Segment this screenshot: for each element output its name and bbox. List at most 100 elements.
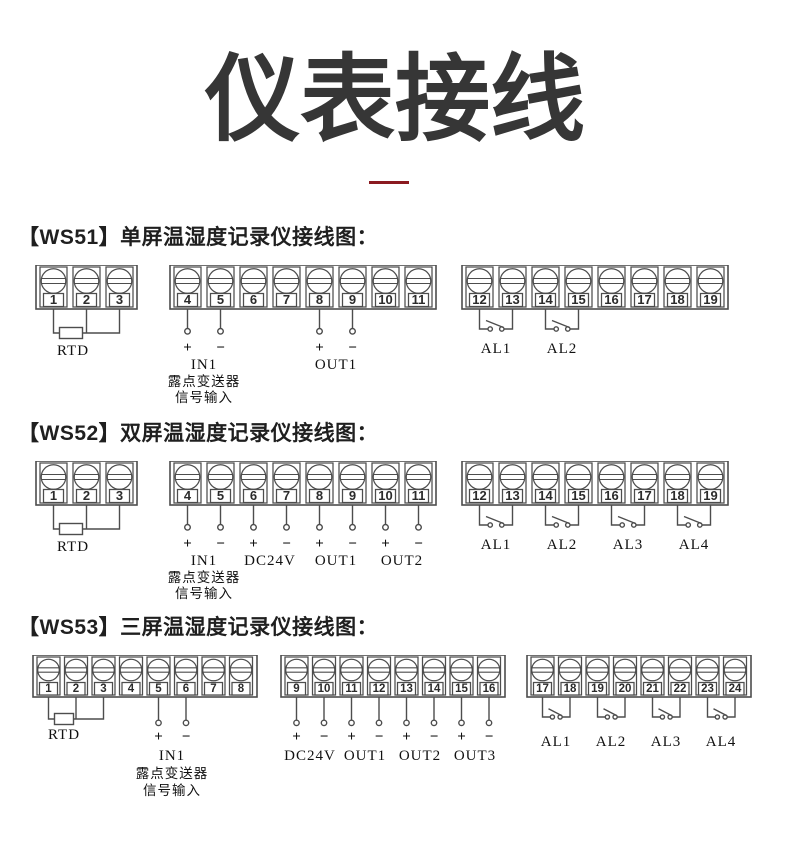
switch-lever	[683, 515, 702, 525]
out2-label: OUT2	[399, 748, 441, 764]
minus-sign: −	[182, 729, 191, 745]
connection-node	[216, 327, 224, 335]
in1-label: IN1	[159, 748, 185, 764]
terminal-number: 15	[571, 292, 585, 307]
al2-label: AL2	[547, 537, 578, 553]
plus-sign: +	[402, 729, 411, 745]
switch-contact	[487, 522, 494, 528]
ws51-out1-wiring: + − OUT1	[315, 309, 357, 373]
switch-lever	[548, 708, 562, 717]
switch-contact	[553, 326, 560, 332]
terminal-number: 5	[155, 683, 162, 695]
ws52-al1-wiring: AL1	[478, 505, 514, 553]
terminal-number: 11	[412, 292, 426, 307]
page-title: 仪表接线	[204, 47, 585, 153]
ws52-al2-wiring: AL2	[544, 505, 580, 553]
rtd-resistor	[58, 326, 84, 340]
ws53-heading: 【WS53】三屏温湿度记录仪接线图：	[18, 616, 379, 639]
connection-node	[349, 523, 357, 531]
rtd-label: RTD	[48, 727, 80, 743]
terminal-number: 14	[428, 683, 441, 695]
rtd-wire	[52, 505, 121, 530]
rtd-resistor	[58, 522, 84, 536]
terminal-number: 9	[349, 292, 356, 307]
connection-node	[349, 327, 357, 335]
plus-sign: +	[292, 729, 301, 745]
ws53-al4-wiring: AL4	[706, 697, 737, 750]
terminal-number: 8	[238, 683, 245, 695]
minus-sign: −	[430, 729, 439, 745]
ws51-terminal-block-2: 4 5 6 7 8 9 10 11	[169, 265, 437, 310]
minus-sign: −	[320, 729, 329, 745]
al3-label: AL3	[651, 734, 682, 750]
connection-node	[155, 719, 162, 727]
switch-lever	[658, 708, 672, 717]
terminal-number: 19	[703, 488, 717, 503]
ws53-terminal-block-1: 1 2 3 4 5 6 7 8	[32, 655, 258, 698]
ws53-al1-wiring: AL1	[541, 697, 571, 750]
connection-node	[293, 719, 300, 727]
ws53-out1-wiring: + − OUT1	[344, 697, 385, 764]
terminal-number: 4	[184, 292, 192, 307]
terminal-number: 2	[83, 292, 90, 307]
al1-wire	[478, 309, 514, 330]
terminal-number: 2	[83, 488, 90, 503]
ws53-wiring-diagram: 1 2 3 4 5 6 7 8 9 10 11	[32, 655, 752, 798]
terminal-number: 21	[646, 683, 659, 695]
terminal-number: 17	[536, 683, 549, 695]
switch-contact	[553, 522, 560, 528]
minus-sign: −	[375, 729, 384, 745]
terminal-number: 3	[100, 683, 106, 695]
plus-sign: +	[183, 536, 192, 552]
terminal-number: 7	[210, 683, 216, 695]
ws53-rtd-wiring: RTD	[47, 697, 105, 743]
out3-label: OUT3	[454, 748, 496, 764]
connection-node	[183, 327, 191, 335]
terminal-number: 12	[472, 292, 486, 307]
connection-node	[403, 719, 410, 727]
terminal-number: 9	[349, 488, 356, 503]
in1-sub-label-2: 信号输入	[143, 783, 201, 798]
terminal-number: 5	[217, 488, 224, 503]
switch-contact	[604, 714, 611, 720]
terminal-number: 22	[674, 683, 687, 695]
terminal-number: 13	[400, 683, 413, 695]
switch-contact	[619, 522, 626, 528]
switch-contact	[487, 326, 494, 332]
section-ws52: 【WS52】双屏温湿度记录仪接线图： 1 2 3	[0, 420, 790, 611]
minus-sign: −	[282, 536, 291, 552]
al4-label: AL4	[706, 734, 737, 750]
plus-sign: +	[249, 536, 258, 552]
connection-node	[182, 719, 190, 727]
ws52-heading: 【WS52】双屏温湿度记录仪接线图：	[18, 422, 379, 445]
terminal-number: 24	[729, 683, 742, 695]
switch-lever	[603, 708, 617, 717]
terminal-number: 18	[670, 292, 684, 307]
terminal-number: 16	[604, 488, 618, 503]
connection-node	[216, 523, 224, 531]
terminal-number: 12	[472, 488, 486, 503]
al3-label: AL3	[613, 537, 644, 553]
in1-wires	[186, 309, 222, 329]
terminal-number: 17	[637, 488, 651, 503]
minus-sign: −	[348, 536, 357, 552]
terminal-number: 9	[293, 683, 299, 695]
ws51-terminal-block-1: 1 2 3	[35, 265, 138, 310]
terminal-number: 15	[571, 488, 585, 503]
switch-contact	[549, 714, 556, 720]
ws52-out1-wiring: + − OUT1	[315, 505, 357, 569]
terminal-number: 11	[345, 683, 358, 695]
terminal-number: 8	[316, 292, 323, 307]
connection-node	[485, 719, 493, 727]
switch-contact	[714, 714, 721, 720]
rtd-label: RTD	[57, 539, 89, 555]
terminal-number: 4	[184, 488, 192, 503]
terminal-number: 8	[316, 488, 323, 503]
title-underline-decoration	[369, 181, 409, 184]
dc24v-label: DC24V	[244, 553, 296, 569]
rtd-label: RTD	[57, 343, 89, 359]
ws52-dc24v-wiring: + − DC24V	[244, 505, 296, 569]
ws53-al2-wiring: AL2	[596, 697, 626, 750]
terminal-number: 23	[701, 683, 714, 695]
